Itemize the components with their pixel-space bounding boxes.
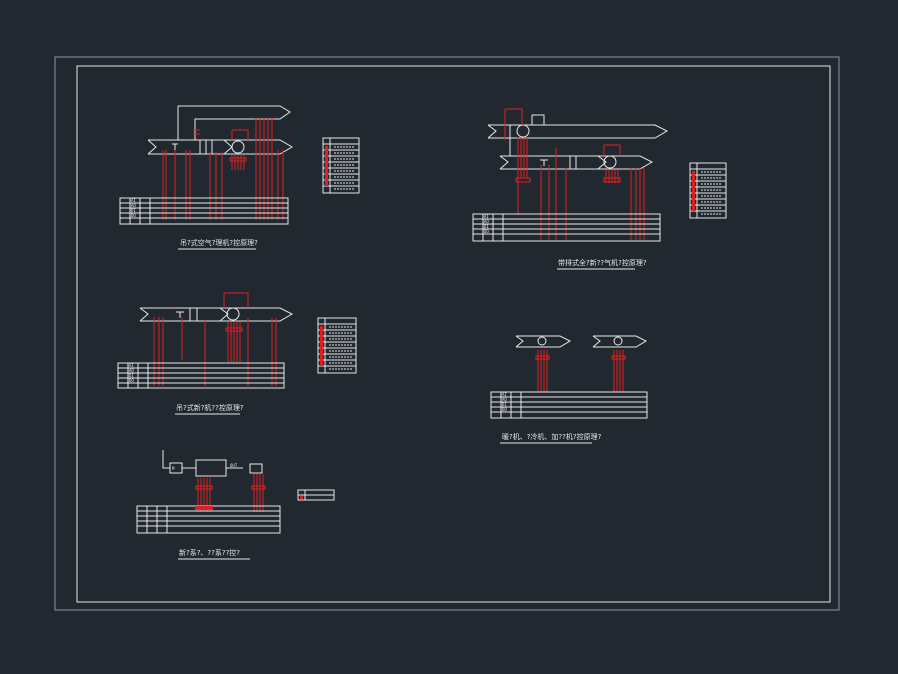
svg-text:M: M xyxy=(172,466,175,471)
svg-text:AI: AI xyxy=(484,214,489,219)
title-sheet4: 带排式全?新??气机?控原理? xyxy=(558,258,647,267)
svg-text:AI: AI xyxy=(129,363,134,368)
svg-text:AO: AO xyxy=(484,219,489,224)
svg-text:AO: AO xyxy=(131,203,136,208)
svg-text:DO: DO xyxy=(131,213,136,218)
svg-text:AO: AO xyxy=(129,368,134,373)
title-sheet5: 暖?机、?冷机、加??机?控原理? xyxy=(502,432,602,441)
svg-text:DI: DI xyxy=(129,373,134,378)
svg-text:DO: DO xyxy=(502,407,507,412)
inner-frame xyxy=(76,65,831,603)
svg-text:DI: DI xyxy=(502,402,507,407)
svg-text:AO: AO xyxy=(502,397,507,402)
svg-text:DO: DO xyxy=(484,229,489,234)
svg-text:AI: AI xyxy=(131,198,136,203)
svg-text:OUT: OUT xyxy=(230,463,238,468)
title-sheet3: 新?系?、??系??控? xyxy=(179,548,240,557)
svg-text:DI: DI xyxy=(484,224,489,229)
title-sheet2: 吊?式新?机??控原理? xyxy=(176,403,244,412)
title-sheet1: 吊?式空气?理机?控原理? xyxy=(180,238,258,247)
svg-text:DI: DI xyxy=(131,208,136,213)
svg-text:AI: AI xyxy=(502,392,507,397)
schematic-fresh-air-system: M OUT xyxy=(136,450,335,534)
svg-text:DO: DO xyxy=(129,378,134,383)
outer-frame xyxy=(54,56,840,611)
